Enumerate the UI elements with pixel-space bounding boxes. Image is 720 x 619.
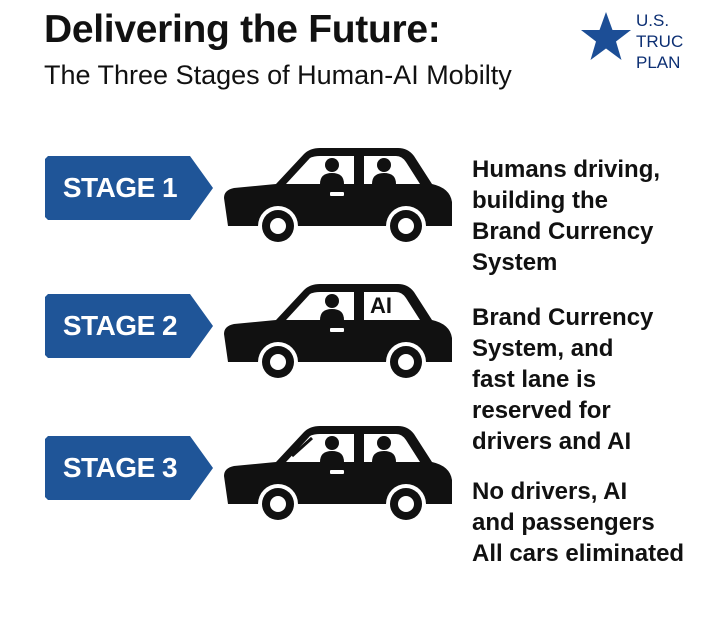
- logo-text-line-3: PLAN: [636, 53, 681, 72]
- driver-head: [325, 294, 339, 308]
- stage-3-badge: STAGE 3: [45, 436, 215, 500]
- passenger-head: [377, 158, 391, 172]
- stage-1-label: STAGE 1: [62, 172, 178, 203]
- stage-2-label: STAGE 2: [62, 310, 178, 341]
- car-ai-label: AI: [370, 293, 392, 318]
- stage-1-description: Humans driving, building the Brand Curre…: [472, 156, 661, 276]
- stage-2-arrow-shape: [45, 294, 213, 358]
- logo-text-line-1: U.S.: [636, 11, 670, 30]
- stage-1-arrow-shape: [45, 156, 213, 220]
- car-stage-2: AI: [220, 276, 455, 380]
- logo-text-line-2: TRUC: [636, 32, 684, 51]
- stage-3-description: No drivers, AI and passengers All cars e…: [472, 478, 685, 567]
- page-subtitle: The Three Stages of Human-AI Mobilty: [44, 60, 512, 90]
- passenger-head-rear: [377, 436, 391, 450]
- stage-3-arrow-shape: [45, 436, 213, 500]
- car-icon-stage-1: [224, 148, 452, 244]
- stage-2-description: Brand Currency System, and fast lane is …: [472, 304, 654, 455]
- car-icon-stage-2: [224, 284, 452, 380]
- logo: U.S. TRUC PLAN: [578, 8, 698, 92]
- stage-2-badge: STAGE 2: [45, 294, 215, 358]
- passenger-head-front: [325, 436, 339, 450]
- stage-3-label: STAGE 3: [62, 452, 178, 483]
- driver-head: [325, 158, 339, 172]
- stage-1-badge: STAGE 1: [45, 156, 215, 220]
- page-title: Delivering the Future:: [44, 8, 441, 51]
- car-icon-stage-3: [224, 426, 452, 522]
- star-icon: [581, 12, 631, 60]
